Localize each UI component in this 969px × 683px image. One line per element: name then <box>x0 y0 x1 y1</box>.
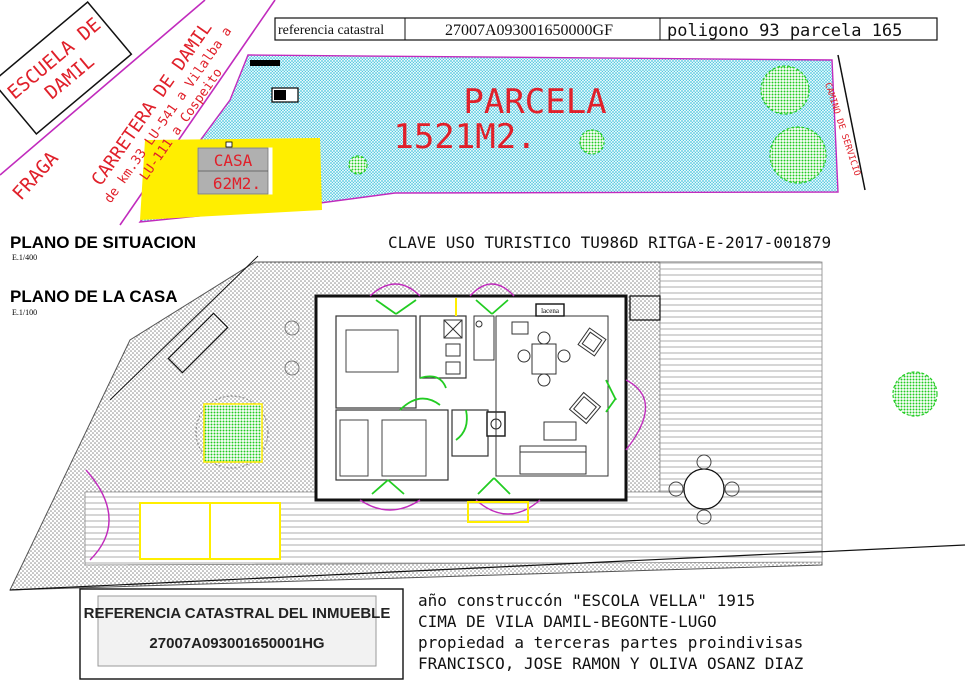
catastral-header: referencia catastral 27007A093001650000G… <box>274 17 938 41</box>
stamp-title: REFERENCIA CATASTRAL DEL INMUEBLE <box>84 605 391 622</box>
shrub-icon <box>195 395 269 469</box>
parcela-title: PARCELA <box>463 82 606 122</box>
escala-casa: E.1/100 <box>12 308 37 317</box>
clave-turistico: CLAVE USO TURISTICO TU986D RITGA-E-2017-… <box>388 233 831 252</box>
bench <box>167 312 229 374</box>
ref-label: referencia catastral <box>278 23 384 38</box>
sofa <box>519 445 587 475</box>
situation-plan <box>0 0 938 417</box>
exterior-door-arcs <box>85 283 647 561</box>
plant-pot <box>284 320 300 336</box>
terrace-box <box>629 295 661 321</box>
tree-icon <box>769 126 827 184</box>
parcela-area: 1521M2. <box>393 117 536 157</box>
footer-line-1: año construccón "ESCOLA VELLA" 1915 <box>418 591 755 610</box>
poligono-text: poligono 93 parcela 165 <box>667 21 902 41</box>
bedroom-2 <box>335 409 449 481</box>
casa-area: 62M2. <box>213 174 261 193</box>
road-edge-line <box>0 0 206 176</box>
plano-casa-title: PLANO DE LA CASA <box>10 287 178 306</box>
stamp-code: 27007A093001650001HG <box>149 635 324 652</box>
lacena-box <box>535 303 565 317</box>
plano-situacion-title: PLANO DE SITUACION <box>10 233 196 252</box>
boundary-line <box>9 544 966 591</box>
catastral-stamp <box>97 595 377 667</box>
tree-icon <box>892 371 938 417</box>
escuela-box <box>0 1 133 135</box>
boundary-line <box>109 255 259 401</box>
camino-line <box>837 54 866 191</box>
bathroom <box>419 315 467 379</box>
casa-title: CASA <box>214 151 253 170</box>
bedroom-1 <box>335 315 417 409</box>
deck-right <box>659 261 823 493</box>
footer-line-3: propiedad a terceras partes proindivisas <box>418 633 803 652</box>
lacena-label: lacena <box>541 307 560 315</box>
house-plan: lacena <box>9 255 966 591</box>
door-swing-icons <box>371 299 617 495</box>
outdoor-table <box>668 454 740 525</box>
ref-code: 27007A093001650000GF <box>445 22 613 39</box>
tree-icon <box>760 65 810 115</box>
marker-bar <box>250 60 280 66</box>
fraga-label: FRAGA <box>8 147 63 205</box>
tree-icon <box>579 129 605 155</box>
footer-line-4: FRANCISCO, JOSE RAMON Y OLIVA OSANZ DIAZ <box>418 654 804 673</box>
tree-icon <box>348 155 368 175</box>
footer-line-2: CIMA DE VILA DAMIL-BEGONTE-LUGO <box>418 612 717 631</box>
footer-block: REFERENCIA CATASTRAL DEL INMUEBLE 27007A… <box>79 588 804 680</box>
plant-pot <box>284 360 300 376</box>
stove-room <box>451 409 489 457</box>
escala-situacion: E.1/400 <box>12 253 37 262</box>
